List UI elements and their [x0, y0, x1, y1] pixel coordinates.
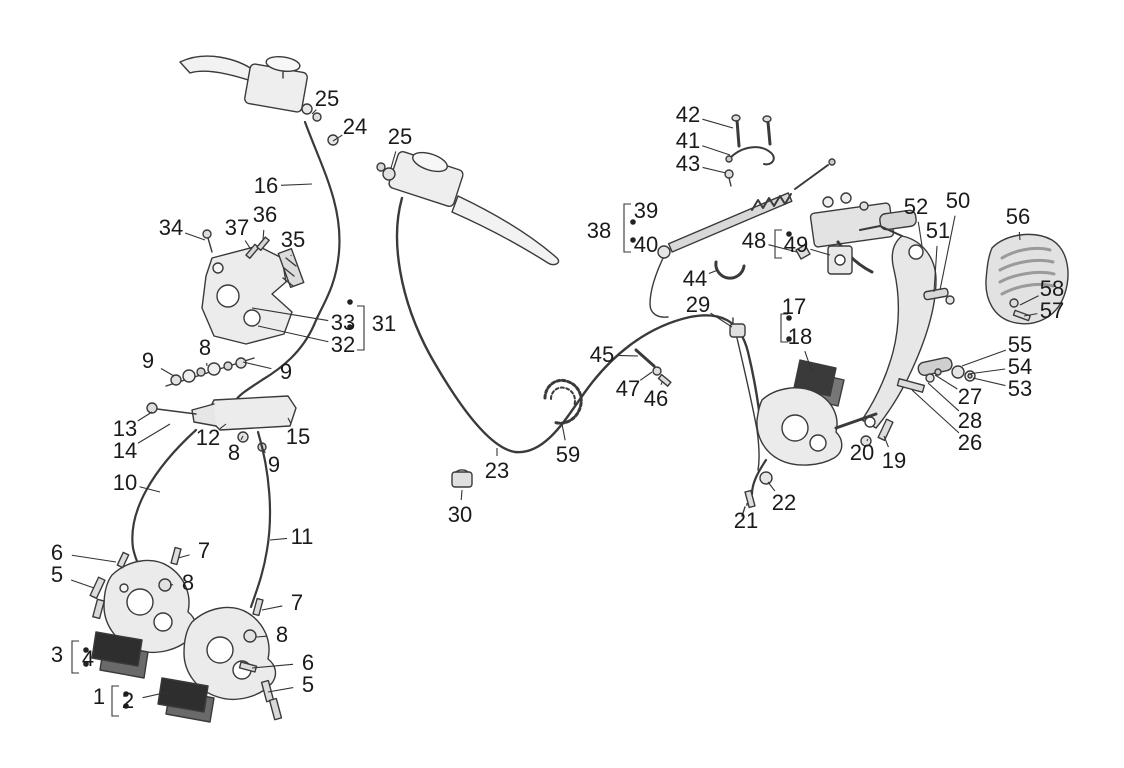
- callout-label-8: 8: [275, 622, 289, 647]
- callout-label-8: 8: [198, 335, 212, 360]
- rear-hose-fittings: [741, 458, 773, 517]
- callout-label-7: 7: [290, 590, 304, 615]
- callout-label-49: 49: [783, 232, 809, 257]
- front-left-lever-assembly: [179, 55, 339, 146]
- callout-label-25: 25: [314, 86, 340, 111]
- callout-label-57: 57: [1039, 298, 1065, 323]
- callout-label-52: 52: [903, 194, 929, 219]
- callout-label-22: 22: [771, 490, 797, 515]
- callout-label-7: 7: [197, 538, 211, 563]
- callout-label-14: 14: [112, 438, 138, 463]
- callout-label-40: 40: [633, 232, 659, 257]
- callout-label-8: 8: [227, 440, 241, 465]
- brake-rod-spring: [657, 158, 836, 259]
- callout-label-48: 48: [741, 228, 767, 253]
- callout-label-23: 23: [484, 458, 510, 483]
- callout-label-41: 41: [675, 128, 701, 153]
- callout-label-29: 29: [685, 292, 711, 317]
- parts-45-47: [634, 348, 672, 387]
- callout-label-9: 9: [267, 452, 281, 477]
- callout-label-3: 3: [50, 642, 64, 667]
- callout-label-10: 10: [112, 470, 138, 495]
- callout-label-27: 27: [957, 384, 983, 409]
- callout-label-59: 59: [555, 442, 581, 467]
- callout-label-25: 25: [387, 124, 413, 149]
- front-right-lever-assembly: [376, 151, 560, 266]
- brake-hose-11: [249, 430, 272, 609]
- callout-label-2: 2: [121, 688, 135, 713]
- callout-label-13: 13: [112, 416, 138, 441]
- callout-label-35: 35: [280, 227, 306, 252]
- leader-lines: [70, 109, 1039, 717]
- callout-label-28: 28: [957, 408, 983, 433]
- callout-label-47: 47: [615, 376, 641, 401]
- callout-label-12: 12: [195, 425, 221, 450]
- callout-label-44: 44: [682, 266, 708, 291]
- callout-label-9: 9: [141, 348, 155, 373]
- callout-label-45: 45: [589, 342, 615, 367]
- callout-label-18: 18: [787, 324, 813, 349]
- callout-label-51: 51: [925, 218, 951, 243]
- callout-label-1: 1: [92, 684, 106, 709]
- callout-label-17: 17: [781, 294, 807, 319]
- spring-59: [543, 378, 583, 425]
- callout-label-46: 46: [643, 386, 669, 411]
- bolt-26-28: [896, 368, 942, 393]
- callout-label-50: 50: [945, 188, 971, 213]
- pins-19-20: [860, 418, 894, 447]
- callout-label-53: 53: [1007, 376, 1033, 401]
- bolts-57-58: [1009, 298, 1031, 322]
- callout-label-11: 11: [290, 524, 314, 549]
- brake-hose-10: [131, 428, 198, 579]
- callout-label-31: 31: [371, 311, 397, 336]
- callout-label-8: 8: [181, 570, 195, 595]
- front-caliper-bracket-assembly: [201, 229, 305, 345]
- callout-label-58: 58: [1039, 276, 1065, 301]
- clamp-44: [714, 260, 746, 280]
- hose-manifold: [146, 395, 297, 452]
- callout-label-42: 42: [675, 102, 701, 127]
- clip-48-bracket-49: [795, 244, 853, 275]
- callout-label-55: 55: [1007, 332, 1033, 357]
- callout-label-37: 37: [224, 215, 250, 240]
- callout-label-33: 33: [330, 310, 356, 335]
- callout-label-56: 56: [1005, 204, 1031, 229]
- callout-label-21: 21: [733, 508, 759, 533]
- callout-label-24: 24: [342, 114, 368, 139]
- callout-label-26: 26: [957, 430, 983, 455]
- support-bracket-52: [859, 225, 937, 429]
- fasteners-41-43: [724, 114, 775, 187]
- callout-label-34: 34: [158, 215, 184, 240]
- clamp-30: [451, 469, 473, 488]
- callout-label-54: 54: [1007, 354, 1033, 379]
- callout-label-32: 32: [330, 332, 356, 357]
- brake-hose-23: [395, 196, 764, 454]
- finned-cover-56: [985, 233, 1069, 325]
- front-caliper-b: [157, 597, 283, 723]
- callout-label-9: 9: [279, 359, 293, 384]
- brake-hose-16: [234, 120, 341, 402]
- callout-label-39: 39: [633, 198, 659, 223]
- callout-label-4: 4: [81, 646, 95, 671]
- callout-label-15: 15: [285, 424, 311, 449]
- callout-label-19: 19: [881, 448, 907, 473]
- callout-label-5: 5: [301, 672, 315, 697]
- callout-label-6: 6: [50, 540, 64, 565]
- callout-label-20: 20: [849, 440, 875, 465]
- front-caliper-a: [89, 546, 197, 679]
- rear-caliper-assembly: [756, 359, 878, 466]
- callout-label-5: 5: [50, 562, 64, 587]
- callout-label-30: 30: [447, 502, 473, 527]
- pin-50-51: [923, 287, 955, 305]
- callout-label-16: 16: [253, 173, 279, 198]
- clamp-29: [729, 317, 746, 338]
- callout-label-36: 36: [252, 202, 278, 227]
- callout-label-43: 43: [675, 151, 701, 176]
- washer-row: [165, 357, 255, 387]
- callout-label-6: 6: [301, 650, 315, 675]
- callout-label-38: 38: [586, 218, 612, 243]
